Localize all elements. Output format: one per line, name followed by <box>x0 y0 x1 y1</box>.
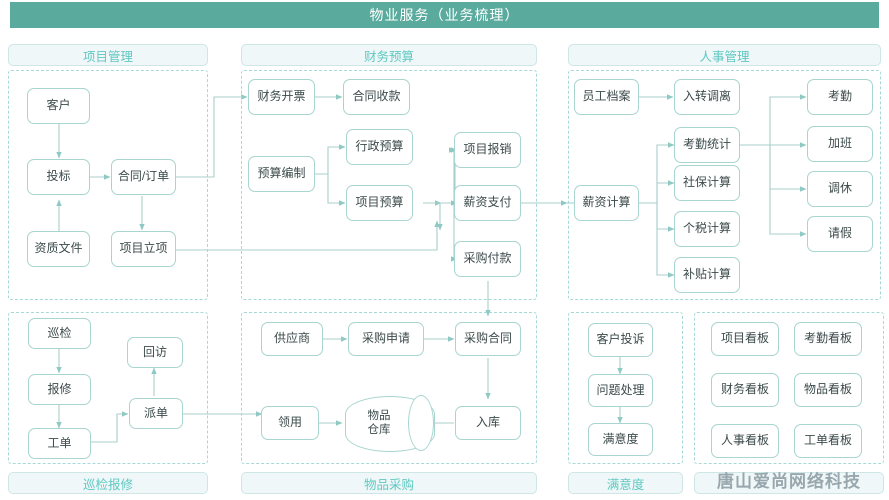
panel-group-financial-budget <box>241 70 537 300</box>
panel-group-goods-procurement <box>241 312 537 464</box>
node-attendance-board[interactable]: 考勤看板 <box>794 322 862 356</box>
node-dispatch[interactable]: 派单 <box>129 398 183 429</box>
node-stock-in[interactable]: 入库 <box>455 406 521 440</box>
node-employee-file[interactable]: 员工档案 <box>574 79 639 115</box>
node-salary-payment[interactable]: 薪资支付 <box>454 185 521 221</box>
node-satisfaction-score[interactable]: 满意度 <box>588 423 653 456</box>
node-purchase-payment[interactable]: 采购付款 <box>454 241 521 277</box>
node-warehouse[interactable]: 物品 仓库 <box>345 395 435 452</box>
node-customer[interactable]: 客户 <box>27 88 90 124</box>
node-inspection[interactable]: 巡检 <box>28 318 91 349</box>
node-goods-board[interactable]: 物品看板 <box>794 373 862 407</box>
panel-label-satisfaction: 满意度 <box>568 472 683 494</box>
node-income-tax[interactable]: 个税计算 <box>674 211 740 247</box>
panel-group-inspection-repair <box>8 312 208 464</box>
warehouse-label: 物品 仓库 <box>345 396 433 450</box>
node-follow-up[interactable]: 回访 <box>127 337 183 368</box>
node-supplier[interactable]: 供应商 <box>261 322 323 356</box>
node-purchase-request[interactable]: 采购申请 <box>348 322 424 356</box>
node-attendance[interactable]: 考勤 <box>807 79 873 115</box>
panel-group-project-management <box>8 70 208 300</box>
panel-group-satisfaction <box>568 312 683 464</box>
node-hr-board[interactable]: 人事看板 <box>711 424 779 458</box>
warehouse-label-line2: 仓库 <box>367 424 391 436</box>
node-subsidy-calc[interactable]: 补贴计算 <box>674 257 740 293</box>
node-finance-board[interactable]: 财务看板 <box>711 373 779 407</box>
node-contract-receipt[interactable]: 合同收款 <box>343 79 410 115</box>
node-salary-calc[interactable]: 薪资计算 <box>574 185 639 221</box>
node-overtime[interactable]: 加班 <box>807 126 873 162</box>
node-purchase-contract[interactable]: 采购合同 <box>455 322 521 356</box>
node-project-budget[interactable]: 项目预算 <box>346 185 413 221</box>
page-title: 物业服务（业务梳理） <box>10 2 879 28</box>
node-project-board[interactable]: 项目看板 <box>711 322 779 356</box>
watermark: 唐山爱尚网络科技 <box>717 471 861 491</box>
node-bidding[interactable]: 投标 <box>27 159 90 195</box>
node-issue-handling[interactable]: 问题处理 <box>588 374 653 407</box>
cylinder-cap <box>408 395 434 451</box>
node-work-order[interactable]: 工单 <box>28 428 91 459</box>
node-attendance-stats[interactable]: 考勤统计 <box>674 127 740 163</box>
panel-group-hr-management <box>568 70 881 300</box>
node-requisition[interactable]: 领用 <box>261 406 319 440</box>
node-workorder-board[interactable]: 工单看板 <box>794 424 862 458</box>
panel-label-project-management: 项目管理 <box>8 44 208 66</box>
node-time-off[interactable]: 调休 <box>807 171 873 207</box>
panel-label-inspection-repair: 巡检报修 <box>8 472 208 494</box>
panel-label-hr-management: 人事管理 <box>568 44 881 66</box>
node-budget-prepare[interactable]: 预算编制 <box>248 156 315 192</box>
node-project-setup[interactable]: 项目立项 <box>111 231 176 267</box>
panel-label-goods-procurement: 物品采购 <box>241 472 537 494</box>
warehouse-label-line1: 物品 <box>367 409 391 422</box>
node-invoice[interactable]: 财务开票 <box>248 79 315 115</box>
node-admin-budget[interactable]: 行政预算 <box>346 129 413 165</box>
node-project-expense[interactable]: 项目报销 <box>454 132 521 168</box>
node-transfer[interactable]: 入转调离 <box>674 79 740 115</box>
node-contract[interactable]: 合同/订单 <box>111 159 176 195</box>
panel-label-financial-budget: 财务预算 <box>241 44 537 66</box>
node-customer-complaint[interactable]: 客户投诉 <box>588 323 653 357</box>
node-repair[interactable]: 报修 <box>28 374 91 405</box>
panel-label-dashboards <box>694 472 884 494</box>
panel-group-dashboards <box>694 312 884 464</box>
node-leave[interactable]: 请假 <box>807 216 873 252</box>
node-social-insurance[interactable]: 社保计算 <box>674 165 740 201</box>
node-qualification[interactable]: 资质文件 <box>27 231 90 267</box>
